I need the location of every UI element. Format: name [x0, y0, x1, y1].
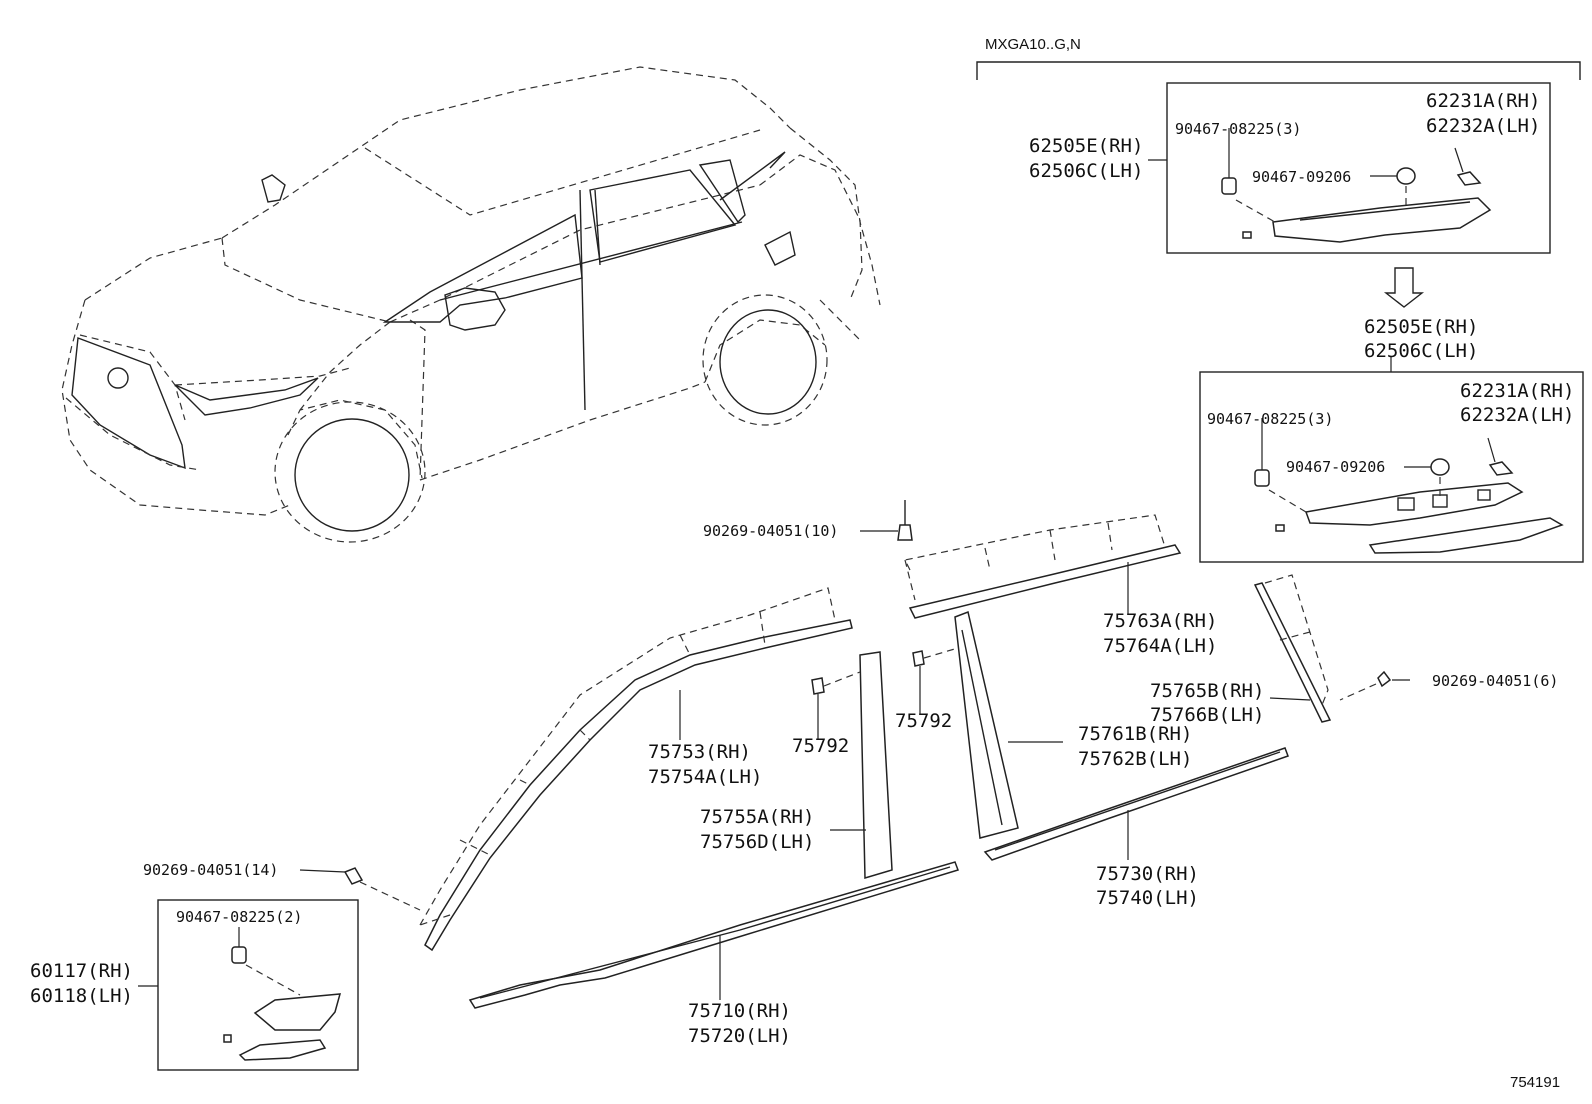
inset-box-bottom-left [138, 899, 359, 1071]
label-62231A-rh-mid: 62231A(RH) [1460, 380, 1574, 402]
label-62506C-lh-mid: 62506C(LH) [1364, 340, 1478, 362]
label-75762B-lh: 75762B(LH) [1078, 748, 1192, 770]
label-75720-lh: 75720(LH) [688, 1025, 791, 1047]
label-62232A-lh-top: 62232A(LH) [1426, 115, 1540, 137]
label-90467-08225-3-top: 90467-08225(3) [1175, 120, 1301, 138]
label-62232A-lh-mid: 62232A(LH) [1460, 404, 1574, 426]
inset-box-top [1148, 82, 1551, 254]
label-90269-04051-10: 90269-04051(10) [703, 522, 838, 540]
label-75740-lh: 75740(LH) [1096, 887, 1199, 909]
label-60117-rh: 60117(RH) [30, 960, 133, 982]
label-60118-lh: 60118(LH) [30, 985, 133, 1007]
label-90467-09206-mid: 90467-09206 [1286, 458, 1385, 476]
label-75792-b: 75792 [895, 710, 952, 732]
vehicle-illustration [61, 66, 881, 543]
label-75764A-lh: 75764A(LH) [1103, 635, 1217, 657]
label-62506C-lh-top: 62506C(LH) [1029, 160, 1143, 182]
arrow-down-icon [1383, 267, 1425, 308]
label-75763A-rh: 75763A(RH) [1103, 610, 1217, 632]
model-bracket: MXGA10..G,N [976, 36, 1581, 80]
label-62505E-rh-mid: 62505E(RH) [1364, 316, 1478, 338]
label-75766B-lh: 75766B(LH) [1150, 704, 1264, 726]
label-75765B-rh: 75765B(RH) [1150, 680, 1264, 702]
label-75792-a: 75792 [792, 735, 849, 757]
diagram-code-text: 754191 [1510, 1074, 1560, 1091]
label-90467-09206-top: 90467-09206 [1252, 168, 1351, 186]
model-header-text: MXGA10..G,N [985, 36, 1081, 53]
label-75761B-rh: 75761B(RH) [1078, 723, 1192, 745]
label-75730-rh: 75730(RH) [1096, 863, 1199, 885]
label-75756D-lh: 75756D(LH) [700, 831, 814, 853]
label-75753-rh: 75753(RH) [648, 741, 751, 763]
label-75754A-lh: 75754A(LH) [648, 766, 762, 788]
label-75755A-rh: 75755A(RH) [700, 806, 814, 828]
part-labels: 90467-08225(3) 62231A(RH) 62232A(LH) 625… [30, 90, 1574, 1091]
inset-box-middle [1199, 357, 1584, 563]
mouldings [299, 500, 1410, 1009]
label-75710-rh: 75710(RH) [688, 1000, 791, 1022]
label-90269-04051-14: 90269-04051(14) [143, 861, 278, 879]
label-62231A-rh-top: 62231A(RH) [1426, 90, 1540, 112]
label-90467-08225-2: 90467-08225(2) [176, 908, 302, 926]
label-62505E-rh-top: 62505E(RH) [1029, 135, 1143, 157]
label-90467-08225-3-mid: 90467-08225(3) [1207, 410, 1333, 428]
label-90269-04051-6: 90269-04051(6) [1432, 672, 1558, 690]
